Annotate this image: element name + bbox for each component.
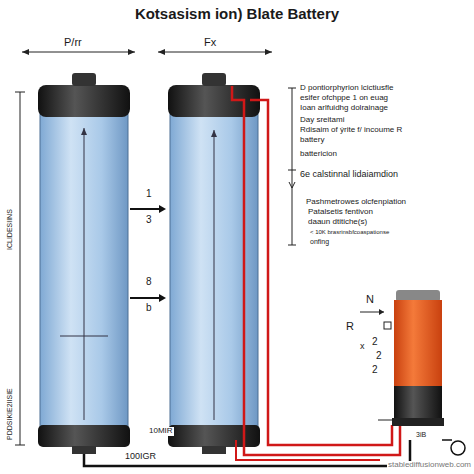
- pin-label: 2: [376, 350, 382, 361]
- note-text: Ioan arlfuidhg dolrainage: [300, 104, 388, 113]
- pin-label: 2: [372, 364, 378, 375]
- value-label: 100IGR: [124, 452, 157, 462]
- note-text: Rdisaim of ýrite f/ incoume R: [300, 126, 402, 135]
- callout-number: 1: [145, 188, 153, 199]
- vertical-label: PDDSIKIE2IISIE: [6, 388, 14, 440]
- note-text: Pashmetrowes olcfenpiation: [306, 198, 406, 207]
- note-text: < 10K brasrinsbfcoaspationse: [310, 229, 389, 236]
- note-text: battericion: [300, 150, 337, 159]
- note-text: daaun dtitiche(s): [308, 218, 367, 227]
- note-text: onfing: [310, 238, 329, 246]
- callout-number: 3: [145, 214, 153, 225]
- value-label: 10MIR: [148, 427, 174, 436]
- pin-label: N: [366, 293, 374, 305]
- note-text: Patalsetis fentivon: [308, 208, 373, 217]
- callout-number: 8: [145, 276, 153, 287]
- note-text: battery: [300, 136, 324, 145]
- note-text: 6e calstinnal lidaiamdion: [300, 170, 398, 180]
- pin-label: 2: [372, 336, 378, 347]
- watermark: stablediffusionweb.com: [387, 461, 472, 470]
- dimension-label: Fx: [204, 36, 216, 48]
- pin-label: x: [360, 342, 365, 352]
- dimension-label: P/rr: [64, 36, 82, 48]
- pin-label: 3iB: [416, 431, 426, 439]
- pin-label: R: [346, 320, 354, 332]
- note-text: esifer ofchppe 1 on euag: [300, 94, 388, 103]
- note-text: Day sreitami: [300, 116, 344, 125]
- diagram-title: Kotsasism ion) Blate Battery: [135, 6, 339, 23]
- vertical-label: ICLIDESIINS: [6, 209, 14, 250]
- note-text: D pontiorphyrion lcictiusfle: [300, 84, 393, 93]
- callout-number: b: [145, 302, 153, 313]
